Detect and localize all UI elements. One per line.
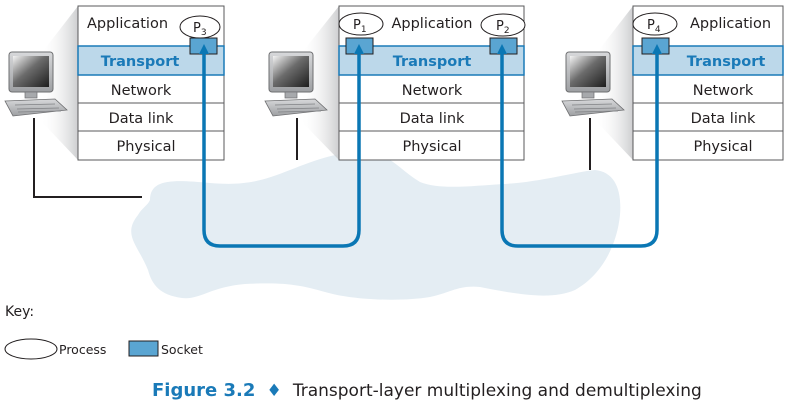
legend-title: Key: [5, 304, 34, 320]
host-right-shadow [595, 6, 633, 160]
host-middle: Application Transport Network Data link … [264, 5, 526, 161]
layer-transport: Transport [393, 54, 472, 70]
caption-text: Transport-layer multiplexing and demulti… [292, 381, 702, 401]
network-cloud [131, 151, 621, 300]
legend-socket-label: Socket [161, 342, 203, 357]
arrow-head-icon [199, 44, 209, 54]
legend: Key: Process Socket [4, 304, 203, 360]
connection-p3-p1 [199, 44, 364, 248]
layer-transport: Transport [101, 54, 180, 70]
caption-figure-number: Figure 3.2 [152, 380, 255, 401]
computer-icon [4, 51, 68, 117]
host-left-link [33, 118, 142, 198]
legend-process-label: Process [59, 342, 106, 357]
host-left: Application Transport Network Data link … [4, 5, 225, 198]
layer-transport: Transport [687, 54, 766, 70]
connection-p2-p4 [497, 44, 662, 248]
layer-data-link: Data link [109, 111, 174, 127]
process-p1 [338, 12, 384, 36]
layer-data-link: Data link [691, 111, 756, 127]
host-left-shadow [40, 6, 78, 160]
process-p2-label: P2 [496, 19, 510, 36]
arrow-head-icon [354, 44, 364, 54]
layer-application: Application [391, 16, 472, 32]
layer-application: Application [690, 16, 771, 32]
computer-icon [561, 51, 625, 117]
layer-physical: Physical [694, 139, 753, 155]
process-p3-label: P3 [193, 21, 207, 38]
process-p4-label: P4 [647, 18, 661, 35]
process-p2 [480, 13, 526, 37]
layer-physical: Physical [117, 139, 176, 155]
process-p1-label: P1 [353, 18, 367, 35]
caption-line: Figure 3.2 ♦ Transport-layer multiplexin… [152, 380, 702, 401]
layer-network: Network [693, 83, 754, 99]
layer-network: Network [402, 83, 463, 99]
figure-caption: Figure 3.2 ♦ Transport-layer multiplexin… [152, 380, 702, 401]
computer-icon [264, 51, 328, 117]
host-middle-shadow [300, 6, 339, 160]
legend-process-icon [4, 338, 58, 360]
host-right: Application Transport Network Data link … [561, 5, 784, 170]
layer-network: Network [111, 83, 172, 99]
process-p4 [632, 12, 678, 36]
caption-separator-icon: ♦ [267, 381, 282, 401]
arrow-head-icon [497, 44, 507, 54]
arrow-head-icon [652, 44, 662, 54]
layer-data-link: Data link [400, 111, 465, 127]
process-p3 [179, 15, 221, 39]
layer-physical: Physical [403, 139, 462, 155]
layer-application: Application [87, 16, 168, 32]
legend-socket-icon [128, 340, 159, 357]
